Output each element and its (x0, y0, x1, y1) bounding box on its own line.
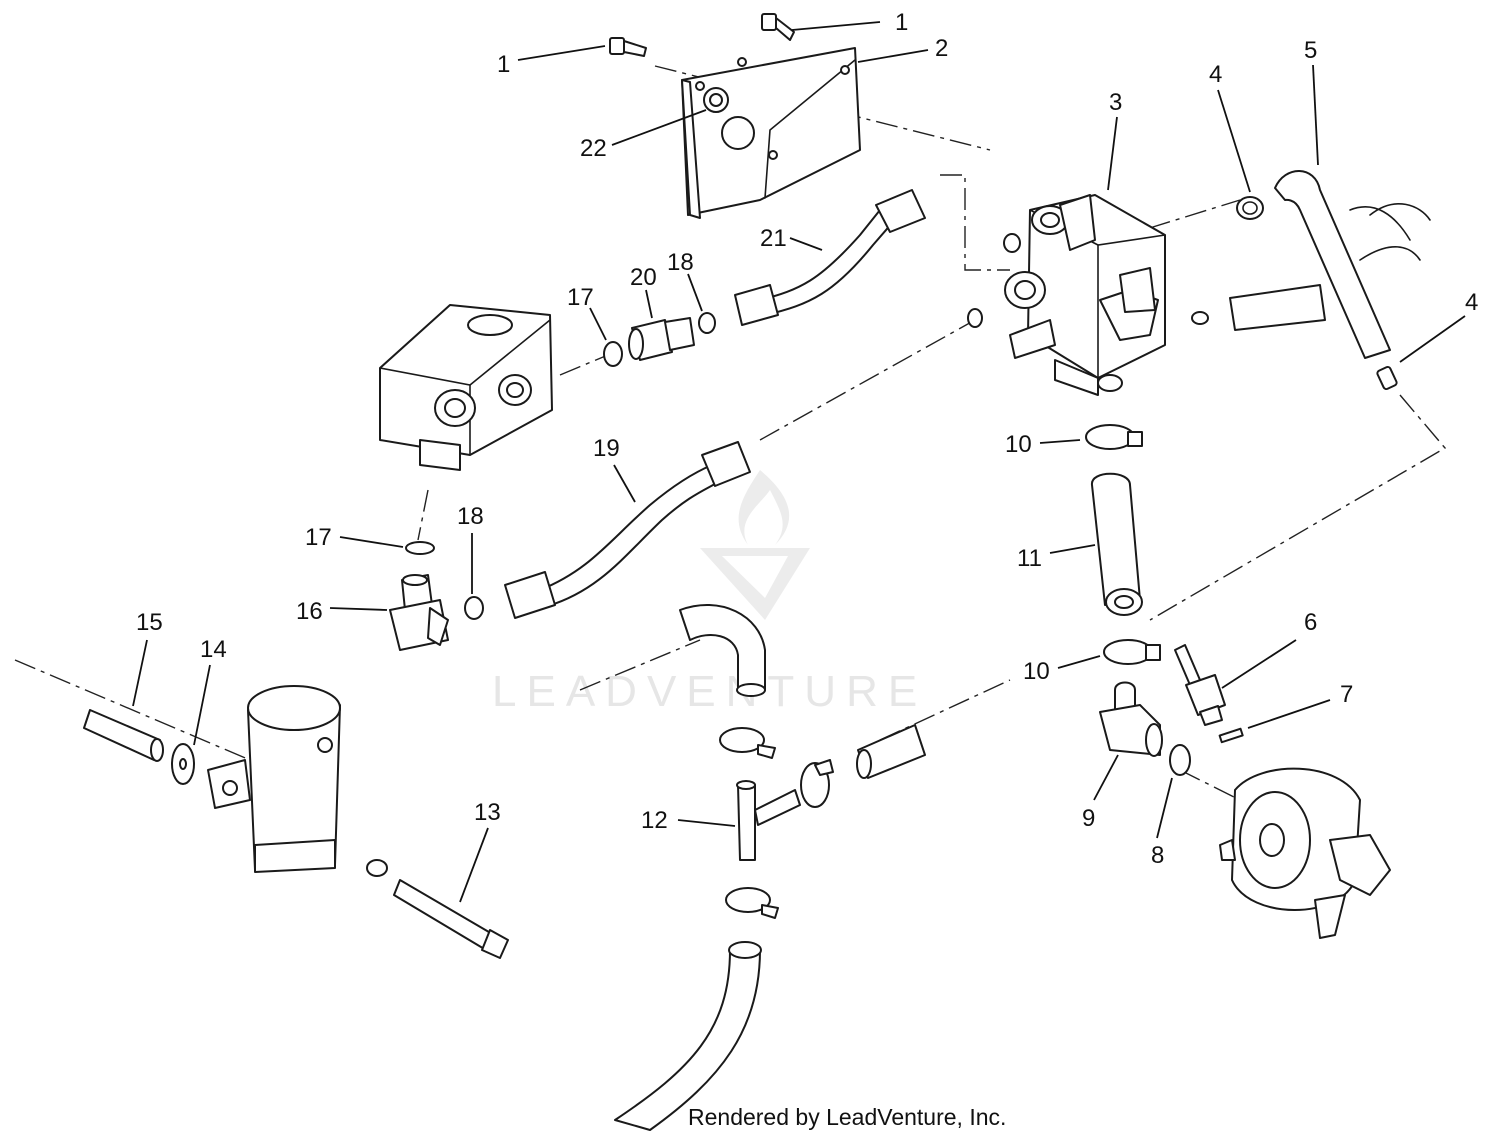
nipple-fitting (1174, 644, 1226, 726)
callout-7: 7 (1340, 681, 1353, 708)
bolt-top-left (609, 37, 647, 57)
elbow-fitting-right (1099, 681, 1163, 757)
sleeve (83, 709, 164, 762)
hose-clamp-center-top (719, 727, 776, 759)
straight-connector (628, 317, 695, 361)
callout-10-upper: 10 (1005, 431, 1032, 458)
callout-3: 3 (1109, 89, 1122, 116)
pump-housing (379, 304, 553, 471)
lower-hose-center (614, 941, 762, 1131)
callout-4-top: 4 (1209, 61, 1222, 88)
hose-clamp-top (1236, 196, 1264, 220)
callout-10-lower: 10 (1023, 658, 1050, 685)
callout-20: 20 (630, 264, 657, 291)
callout-15: 15 (136, 609, 163, 636)
fitting-right (1376, 365, 1398, 391)
tube-lower (504, 441, 751, 619)
callout-6: 6 (1304, 609, 1317, 636)
callout-14: 14 (200, 636, 227, 663)
callout-1-right: 1 (895, 9, 908, 36)
o-ring-pump-side (603, 341, 623, 367)
callout-8: 8 (1151, 842, 1164, 869)
filter-housing-right (1219, 767, 1391, 939)
hose-clamp-right-lower (1103, 639, 1161, 665)
callout-11: 11 (1017, 545, 1042, 572)
callout-12: 12 (641, 807, 668, 834)
callout-17-upper: 17 (567, 284, 594, 311)
o-ring-right (1169, 744, 1191, 776)
watermark-logo-icon (700, 470, 810, 620)
hose-clamp-center-bottom (725, 887, 779, 919)
callout-18-lower: 18 (457, 503, 484, 530)
watermark-text: LEADVENTURE (492, 667, 927, 716)
tee-fitting (736, 780, 801, 861)
callout-18-upper: 18 (667, 249, 694, 276)
callout-1-left: 1 (497, 51, 510, 78)
callout-4-right: 4 (1465, 289, 1478, 316)
callout-16: 16 (296, 598, 323, 625)
callout-19: 19 (593, 435, 620, 462)
small-pin (1218, 727, 1244, 744)
valve-block (1004, 194, 1166, 396)
callout-2: 2 (935, 35, 948, 62)
tube-upper (734, 189, 926, 326)
long-bolt (366, 859, 509, 959)
block-side-fitting (1191, 284, 1326, 331)
hose-top-right (1274, 170, 1431, 359)
callout-5: 5 (1304, 37, 1317, 64)
callout-21: 21 (760, 225, 787, 252)
o-ring-left-block (967, 233, 1021, 328)
filter-canister (207, 685, 341, 873)
callouts: 1 1 2 22 3 4 5 4 21 20 18 17 19 17 18 16… (136, 9, 1478, 869)
hose-clamp-right-upper (1085, 424, 1143, 450)
upper-hose-center (679, 604, 766, 697)
o-ring-pump-bottom (405, 541, 435, 555)
callout-9: 9 (1082, 805, 1095, 832)
callout-17-lower: 17 (305, 524, 332, 551)
o-ring-upper (698, 312, 716, 334)
mounting-bracket (681, 47, 861, 219)
washer (171, 743, 195, 785)
footer-credit: Rendered by LeadVenture, Inc. (688, 1104, 1006, 1130)
bolt-top-right (761, 13, 795, 41)
callout-22: 22 (580, 135, 607, 162)
elbow-fitting (389, 574, 449, 651)
callout-13: 13 (474, 799, 501, 826)
hose-right (1091, 472, 1143, 616)
hose-clamp-center-side (800, 759, 834, 808)
o-ring-lower (464, 596, 484, 620)
leader-lines (132, 21, 1466, 903)
short-hose-center (856, 724, 926, 779)
bracket-fitting (703, 87, 729, 113)
